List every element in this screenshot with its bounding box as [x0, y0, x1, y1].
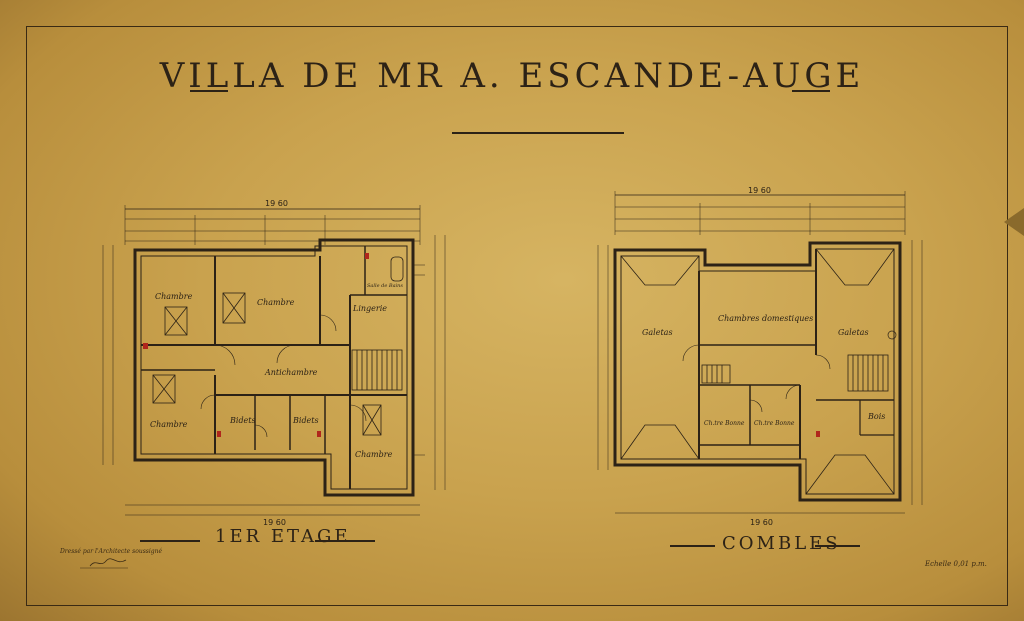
- room-label: Chambre: [155, 292, 193, 301]
- paper-tear: [1004, 208, 1024, 236]
- room-label: Chambres domestiques: [718, 314, 813, 323]
- room-label: Bidets: [229, 416, 256, 425]
- label-line: [140, 540, 200, 542]
- first-floor-label: 1er Etage: [215, 526, 351, 547]
- attic-label: Combles: [722, 533, 841, 554]
- drawing-frame: [26, 26, 1008, 606]
- first-floor-plan: Chambre Chambre Antichambre Chambre Cham…: [95, 195, 460, 525]
- room-label: Ch.tre Bonne: [754, 420, 795, 427]
- room-label: Salle de Bains: [367, 283, 403, 289]
- label-line: [670, 545, 715, 547]
- attic-drawing: Galetas Galetas Chambres domestiques Ch.…: [597, 186, 923, 527]
- room-label: Lingerie: [352, 304, 387, 313]
- signature-block: Dressé par l'Architecte soussigné: [60, 548, 180, 573]
- signature-scribble-icon: [80, 558, 128, 569]
- room-label: Chambre: [355, 450, 393, 459]
- overall-width-dim-bottom: 19 60: [750, 518, 773, 527]
- label-line: [815, 545, 860, 547]
- title-dash-right: [792, 90, 830, 92]
- attic-plan: Galetas Galetas Chambres domestiques Ch.…: [590, 185, 940, 530]
- drawing-title: Villa de Mr A. Escande-Auge: [159, 56, 865, 96]
- overall-width-dim-bottom: 19 60: [263, 518, 286, 525]
- overall-width-dim: 19 60: [748, 186, 771, 195]
- room-label: Antichambre: [264, 368, 318, 377]
- signature-text: Dressé par l'Architecte soussigné: [60, 548, 163, 555]
- overall-width-dim: 19 60: [265, 199, 288, 208]
- room-label: Bidets: [292, 416, 319, 425]
- room-label: Galetas: [642, 328, 673, 337]
- title-dash-left: [190, 90, 228, 92]
- room-label: Galetas: [838, 328, 869, 337]
- title-underline: [452, 132, 624, 134]
- room-label: Ch.tre Bonne: [704, 420, 745, 427]
- room-label: Bois: [867, 412, 885, 421]
- room-label: Chambre: [257, 298, 295, 307]
- scale-note: Echelle 0,01 p.m.: [925, 560, 987, 568]
- label-line: [315, 540, 375, 542]
- room-label: Chambre: [150, 420, 188, 429]
- first-floor-drawing: Chambre Chambre Antichambre Chambre Cham…: [102, 199, 446, 525]
